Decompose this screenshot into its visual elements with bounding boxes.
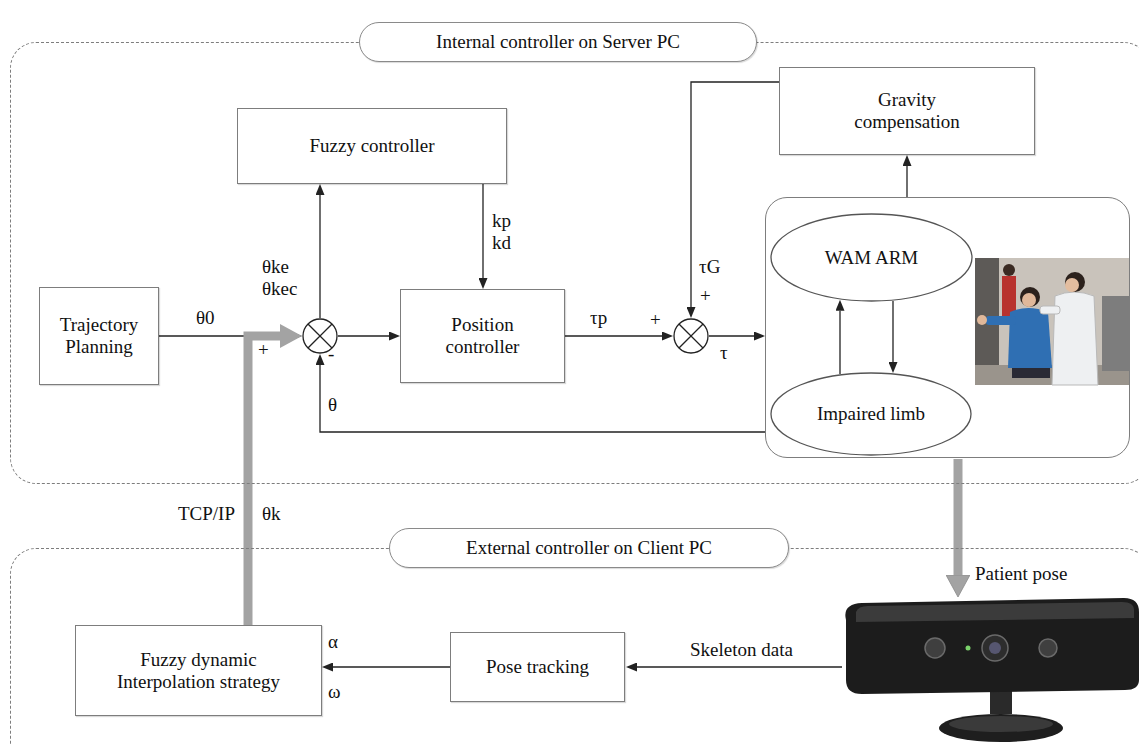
photo-bystander — [1002, 276, 1016, 316]
signal-arrow — [338, 335, 389, 336]
kinect-led — [966, 646, 971, 651]
photo-background — [975, 258, 1130, 385]
box-label: Fuzzy dynamic Interpolation strategy — [99, 649, 299, 693]
signal-label: Skeleton data — [690, 639, 793, 661]
sign-label: + — [650, 310, 661, 329]
junction-circle — [674, 319, 708, 353]
signal-arrow — [637, 666, 842, 667]
edge-label: τp — [590, 307, 607, 329]
kinect-camera — [982, 635, 1008, 661]
photo-patient-legs — [1012, 368, 1050, 378]
kinect-base — [939, 714, 1063, 742]
box-label: Pose tracking — [486, 656, 589, 678]
process-box: Pose tracking — [450, 632, 625, 702]
box-label: WAM ARM — [825, 247, 918, 269]
box-label: Impaired limb — [817, 403, 925, 425]
signal-label: TCP/IP — [178, 503, 235, 525]
summing-junction: ++ — [673, 318, 709, 354]
kinect-ir-sensor — [1039, 639, 1057, 657]
photo-patient-hand — [977, 315, 987, 325]
kinect-top-highlight — [856, 602, 1134, 622]
signal-arrow — [565, 335, 662, 336]
edge-label: θ — [328, 394, 337, 416]
kinect-neck — [990, 690, 1012, 714]
summing-junction: +- — [302, 318, 338, 354]
box-label: Fuzzy controller — [309, 135, 434, 157]
photo-doctor-hair — [1065, 272, 1085, 292]
process-box: Fuzzy controller — [237, 108, 507, 184]
junction-symbol — [673, 318, 709, 354]
signal-arrow — [839, 311, 840, 374]
signal-arrow — [333, 666, 450, 667]
sign-label: + — [258, 340, 269, 359]
signal-arrow — [906, 166, 907, 197]
photo-bystander-head — [1003, 264, 1015, 276]
sign-label: + — [700, 286, 711, 305]
sign-label: - — [328, 344, 334, 363]
kinect-base-top — [949, 716, 1053, 732]
box-label: Trajectory Planning — [47, 314, 151, 358]
region-title: Internal controller on Server PC — [359, 22, 757, 62]
edge-label: kp kd — [492, 210, 524, 254]
process-ellipse: WAM ARM — [770, 213, 973, 302]
process-box: Gravity compensation — [779, 67, 1035, 155]
signal-arrow — [892, 301, 893, 362]
edge-label: θke θkec — [262, 256, 312, 300]
kinect-sensor — [845, 598, 1139, 742]
junction-cross — [679, 324, 703, 348]
ellipse-shape — [771, 373, 971, 455]
process-ellipse: Impaired limb — [770, 372, 972, 456]
ellipse-shape — [771, 214, 972, 301]
region-band: Internal controller on Server PCTrajecto… — [10, 42, 1139, 484]
photo-patient-arm — [986, 316, 1016, 325]
edge-label: τG — [699, 256, 720, 278]
signal-arrow — [482, 184, 483, 278]
edge-label: τ — [720, 342, 728, 364]
kinect-camera-lens — [989, 642, 1001, 654]
box-label: Position controller — [431, 314, 535, 358]
plant-group: WAM ARM Impaired limb — [765, 197, 1130, 458]
data-flow-arrow — [248, 336, 280, 625]
region-band: External controller on Client PCFuzzy dy… — [10, 548, 1139, 744]
signal-arrow — [319, 195, 320, 318]
junction-cross — [679, 324, 703, 348]
photo-doctor-arm — [1040, 306, 1060, 314]
kinect-ir-emitter — [925, 638, 945, 658]
box-label: Gravity compensation — [840, 89, 975, 133]
signal-arrow — [709, 335, 754, 336]
photo — [975, 258, 1130, 385]
region-title: External controller on Client PC — [389, 528, 789, 568]
photo-patient-face — [1022, 293, 1036, 307]
kinect-body — [845, 598, 1139, 694]
edge-label: θk — [262, 503, 281, 525]
process-box: Position controller — [400, 289, 565, 383]
data-flow-arrow — [954, 459, 963, 575]
process-box: Trajectory Planning — [39, 287, 159, 385]
edge-label: α ω — [328, 617, 350, 717]
photo-doctor-face — [1065, 278, 1079, 292]
photo-machine — [1102, 296, 1130, 371]
signal-label: Patient pose — [975, 563, 1067, 585]
photo-patient-hair — [1020, 287, 1040, 307]
process-box: Fuzzy dynamic Interpolation strategy — [75, 625, 322, 716]
edge-label: θ0 — [196, 307, 215, 329]
